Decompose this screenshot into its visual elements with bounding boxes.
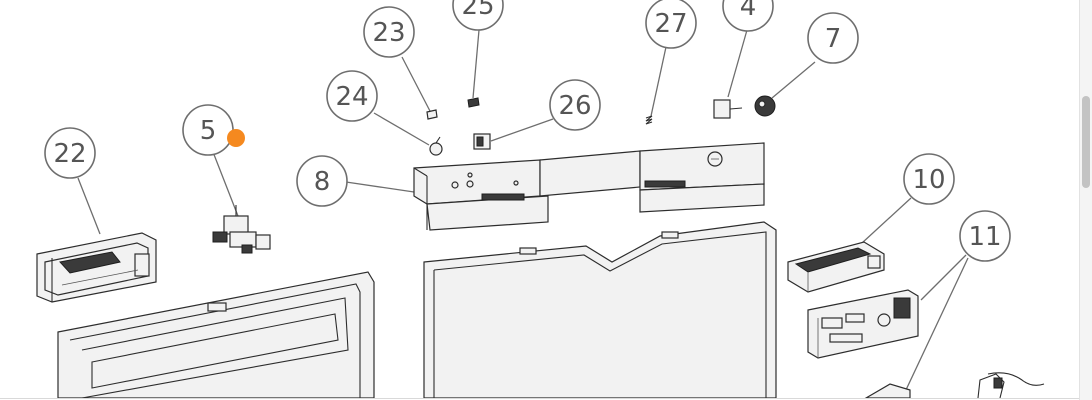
callout-4-label: 4 [740,0,757,22]
callout-22[interactable]: 22 [44,127,96,179]
callout-23-label: 23 [372,18,405,48]
part-fragment-bottom [864,372,1045,398]
door-panel-center [423,221,777,398]
callout-5-label: 5 [200,116,217,146]
callout-27[interactable]: 27 [645,0,697,49]
vertical-scrollbar[interactable] [1079,0,1092,400]
callout-26[interactable]: 26 [549,79,601,131]
callout-27-label: 27 [654,9,687,39]
callout-25-label: 25 [461,0,494,21]
part-27-spring[interactable] [645,115,653,125]
part-22-door-bin[interactable] [36,232,157,303]
callout-8-label: 8 [314,167,331,197]
callout-7-label: 7 [825,24,842,54]
callout-4[interactable]: 4 [722,0,774,32]
leader-22 [77,177,101,235]
part-11-control-board[interactable] [807,289,919,359]
leader-23 [401,56,432,114]
part-25-clip[interactable] [467,97,480,108]
callout-24-label: 24 [335,82,368,112]
part-8-control-panel[interactable] [413,142,765,231]
hotspot-marker[interactable] [227,129,245,147]
callout-25[interactable]: 25 [452,0,504,31]
leader-11b [904,257,969,393]
callout-11[interactable]: 11 [959,210,1011,262]
callout-11-label: 11 [968,222,1001,252]
callout-7[interactable]: 7 [807,12,859,64]
part-4-thermostat[interactable] [713,99,743,119]
callouts: 23 25 27 4 7 24 26 5 [44,0,1011,262]
callout-26-label: 26 [558,91,591,121]
leader-7 [771,61,816,99]
part-24-knob-clip[interactable] [429,136,443,156]
leader-5 [212,151,239,217]
callout-10[interactable]: 10 [903,153,955,205]
leader-10 [861,197,912,244]
scrollbar-thumb[interactable] [1082,96,1090,188]
door-panel-left [57,271,375,398]
leader-lines [77,29,969,393]
leader-8 [345,181,415,193]
callout-22-label: 22 [53,139,86,169]
leader-27 [650,46,667,117]
callout-5[interactable]: 5 [182,104,234,156]
callout-23[interactable]: 23 [363,6,415,58]
part-10-relay[interactable] [787,241,885,293]
leader-26 [490,118,554,142]
callout-10-label: 10 [912,165,945,195]
leader-11a [920,254,967,301]
callout-24[interactable]: 24 [326,70,378,122]
part-26-switch[interactable] [473,133,491,150]
callout-8[interactable]: 8 [296,155,348,207]
part-7-knob[interactable] [754,95,776,117]
leader-25 [472,29,480,99]
part-23-clip[interactable] [426,109,438,120]
leader-24 [373,112,430,146]
leader-4 [727,29,748,98]
part-5-switch[interactable] [212,205,271,254]
